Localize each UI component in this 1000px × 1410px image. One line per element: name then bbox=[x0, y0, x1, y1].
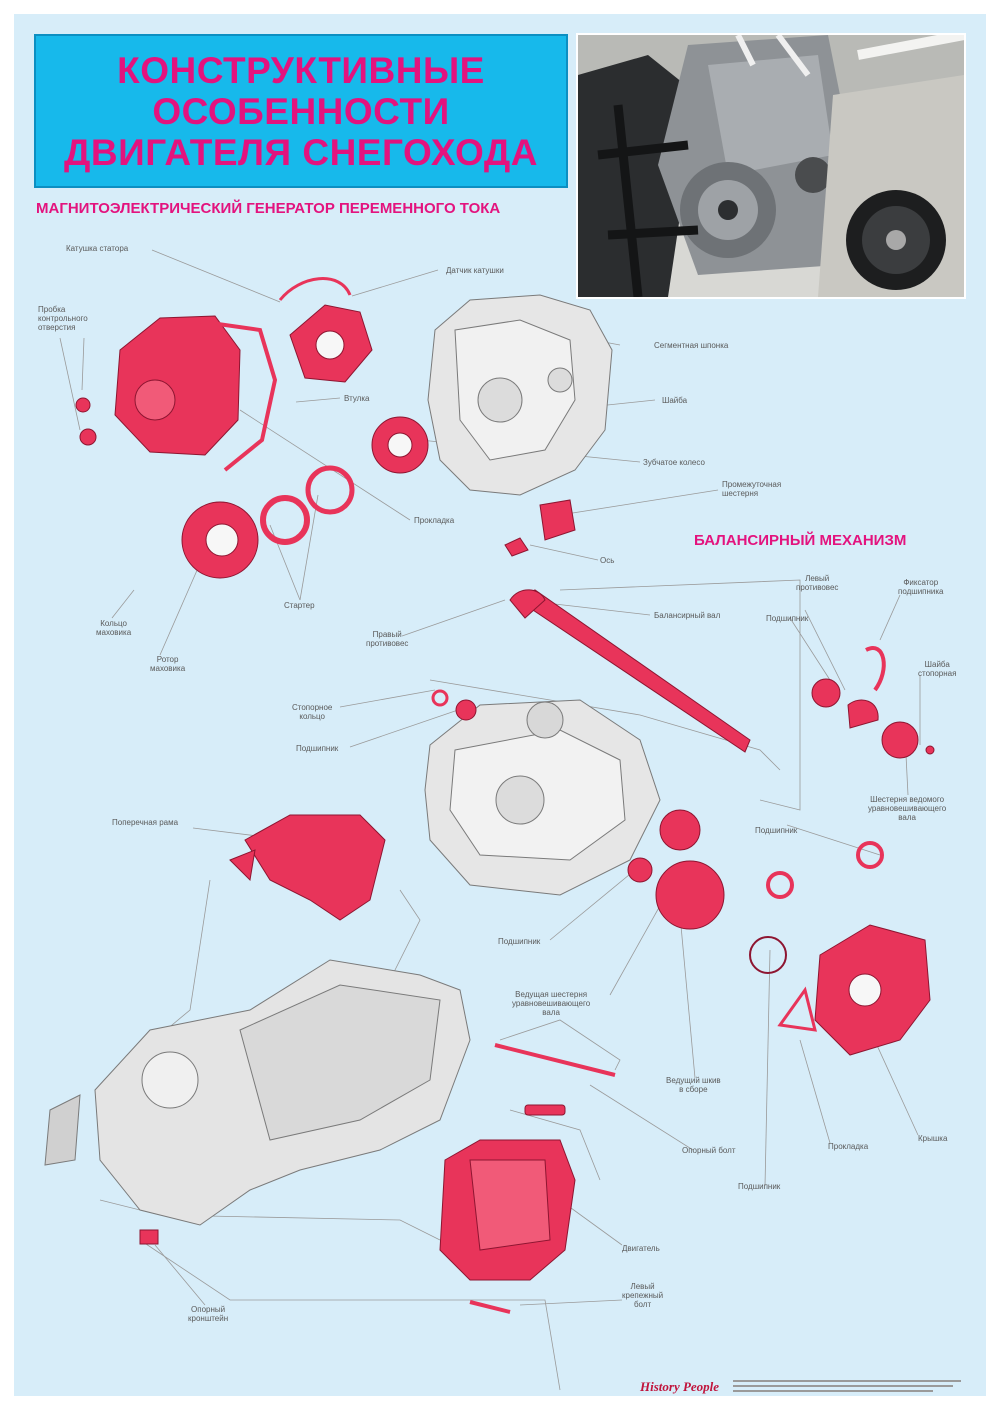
label-bearing-bottom: Подшипник bbox=[738, 1182, 781, 1191]
label-left-mount-bolt-line-3: болт bbox=[633, 1300, 652, 1309]
label-axle: Ось bbox=[600, 556, 615, 565]
label-retaining-ring-line-2: кольцо bbox=[299, 712, 325, 721]
label-left-mount-bolt-line-2: крепежный bbox=[622, 1291, 664, 1300]
label-drive-pulley-line-2: в сборе bbox=[679, 1085, 708, 1094]
label-drive-gear-line-2: уравновешивающего bbox=[868, 804, 947, 813]
label-idler-gear-line-1: Промежуточная bbox=[722, 480, 782, 489]
title-box: КОНСТРУКТИВНЫЕ ОСОБЕННОСТИ ДВИГАТЕЛЯ СНЕ… bbox=[34, 34, 568, 188]
label-driven-gear-line-1: Ведущая шестерня bbox=[515, 990, 588, 999]
label-right-counterweight-line-2: противовес bbox=[366, 639, 409, 648]
label-support-bolt: Опорный болт bbox=[682, 1146, 736, 1155]
label-drive-gear-line-3: вала bbox=[898, 813, 916, 822]
label-idler-gear-line-2: шестерня bbox=[722, 489, 759, 498]
label-coil-sensor: Датчик катушки bbox=[446, 266, 504, 275]
crankcase-middle bbox=[424, 699, 661, 896]
crankcase-upper bbox=[427, 294, 613, 496]
label-driven-gear-line-2: уравновешивающего bbox=[512, 999, 591, 1008]
publisher-logo: History People bbox=[640, 1379, 720, 1394]
label-bushing: Втулка bbox=[344, 394, 370, 403]
label-left-counterweight-line-1: Левый bbox=[805, 574, 830, 583]
label-drive-pulley: Ведущий шкив в сборе bbox=[666, 1076, 721, 1094]
label-bearing-retainer-line-2: подшипника bbox=[898, 587, 944, 596]
generator-parts bbox=[75, 277, 576, 579]
label-retaining-ring: Стопорное кольцо bbox=[292, 703, 332, 721]
label-washer: Шайба bbox=[662, 396, 688, 405]
label-flywheel-rotor-line-1: Ротор bbox=[156, 655, 179, 664]
title-line-1: КОНСТРУКТИВНЫЕ bbox=[117, 49, 485, 91]
label-drive-gear-line-1: Шестерня ведомого bbox=[870, 795, 945, 804]
label-gasket-bottom: Прокладка bbox=[828, 1142, 869, 1151]
label-bearing-right-top: Подшипник bbox=[766, 614, 809, 623]
title-line-3: ДВИГАТЕЛЯ СНЕГОХОДА bbox=[64, 131, 538, 173]
label-engine: Двигатель bbox=[622, 1244, 660, 1253]
label-right-counterweight: Правый противовес bbox=[366, 630, 408, 648]
label-driven-gear: Ведущая шестерня уравновешивающего вала bbox=[512, 990, 590, 1017]
label-cover: Крышка bbox=[918, 1134, 948, 1143]
leader-lines bbox=[59, 249, 921, 1391]
label-lock-washer-line-2: стопорная bbox=[918, 669, 957, 678]
label-bearing-retainer-line-1: Фиксатор bbox=[903, 578, 939, 587]
label-left-mount-bolt: Левый крепежный болт bbox=[622, 1282, 663, 1309]
label-retaining-ring-line-1: Стопорное bbox=[292, 703, 333, 712]
label-segment-key: Сегментная шпонка bbox=[654, 341, 729, 350]
label-inspection-plug: Пробка контрольного отверстия bbox=[38, 305, 88, 332]
label-left-counterweight: Левый противовес bbox=[796, 574, 838, 592]
balancer-section-title: БАЛАНСИРНЫЙ МЕХАНИЗМ bbox=[694, 532, 907, 549]
label-drive-pulley-line-1: Ведущий шкив bbox=[666, 1076, 721, 1085]
label-inspection-plug-line-3: отверстия bbox=[38, 323, 76, 332]
label-right-counterweight-line-1: Правый bbox=[372, 630, 402, 639]
label-inspection-plug-line-2: контрольного bbox=[38, 314, 88, 323]
label-support-bracket-line-2: кронштейн bbox=[188, 1314, 229, 1323]
label-bearing-mid: Подшипник bbox=[755, 826, 798, 835]
label-stator-coil: Катушка статора bbox=[66, 244, 129, 253]
imprint-fine-print-lines bbox=[733, 1380, 961, 1392]
label-left-counterweight-line-2: противовес bbox=[796, 583, 839, 592]
label-gear-wheel: Зубчатое колесо bbox=[643, 458, 705, 467]
balancer-parts bbox=[431, 589, 935, 974]
label-flywheel-ring-line-1: Кольцо bbox=[100, 619, 127, 628]
label-bearing-low: Подшипник bbox=[498, 937, 541, 946]
label-gasket-top: Прокладка bbox=[414, 516, 455, 525]
cover-frame-engine-parts bbox=[139, 814, 931, 1314]
title-line-2: ОСОБЕННОСТИ bbox=[152, 90, 450, 132]
label-starter: Стартер bbox=[284, 601, 315, 610]
label-driven-gear-line-3: вала bbox=[542, 1008, 560, 1017]
engine-photo bbox=[576, 33, 966, 299]
label-left-mount-bolt-line-1: Левый bbox=[630, 1282, 655, 1291]
label-lock-washer: Шайба стопорная bbox=[918, 660, 956, 678]
label-idler-gear: Промежуточная шестерня bbox=[722, 480, 781, 498]
label-support-bracket-line-1: Опорный bbox=[191, 1305, 226, 1314]
publisher-imprint bbox=[733, 1377, 965, 1393]
label-flywheel-rotor-line-2: маховика bbox=[150, 664, 186, 673]
label-bearing-left: Подшипник bbox=[296, 744, 339, 753]
label-cross-frame: Поперечная рама bbox=[112, 818, 179, 827]
label-balancer-shaft: Балансирный вал bbox=[654, 611, 721, 620]
label-flywheel-ring-line-2: маховика bbox=[96, 628, 132, 637]
generator-section-title: МАГНИТОЭЛЕКТРИЧЕСКИЙ ГЕНЕРАТОР ПЕРЕМЕННО… bbox=[36, 200, 501, 217]
engine-frame bbox=[44, 959, 471, 1226]
label-flywheel-rotor: Ротор маховика bbox=[150, 655, 185, 673]
label-drive-gear: Шестерня ведомого уравновешивающего вала bbox=[868, 795, 946, 822]
label-support-bracket: Опорный кронштейн bbox=[188, 1305, 228, 1323]
label-inspection-plug-line-1: Пробка bbox=[38, 305, 66, 314]
label-flywheel-ring: Кольцо маховика bbox=[96, 619, 131, 637]
label-bearing-retainer: Фиксатор подшипника bbox=[898, 578, 944, 596]
label-lock-washer-line-1: Шайба bbox=[924, 660, 950, 669]
